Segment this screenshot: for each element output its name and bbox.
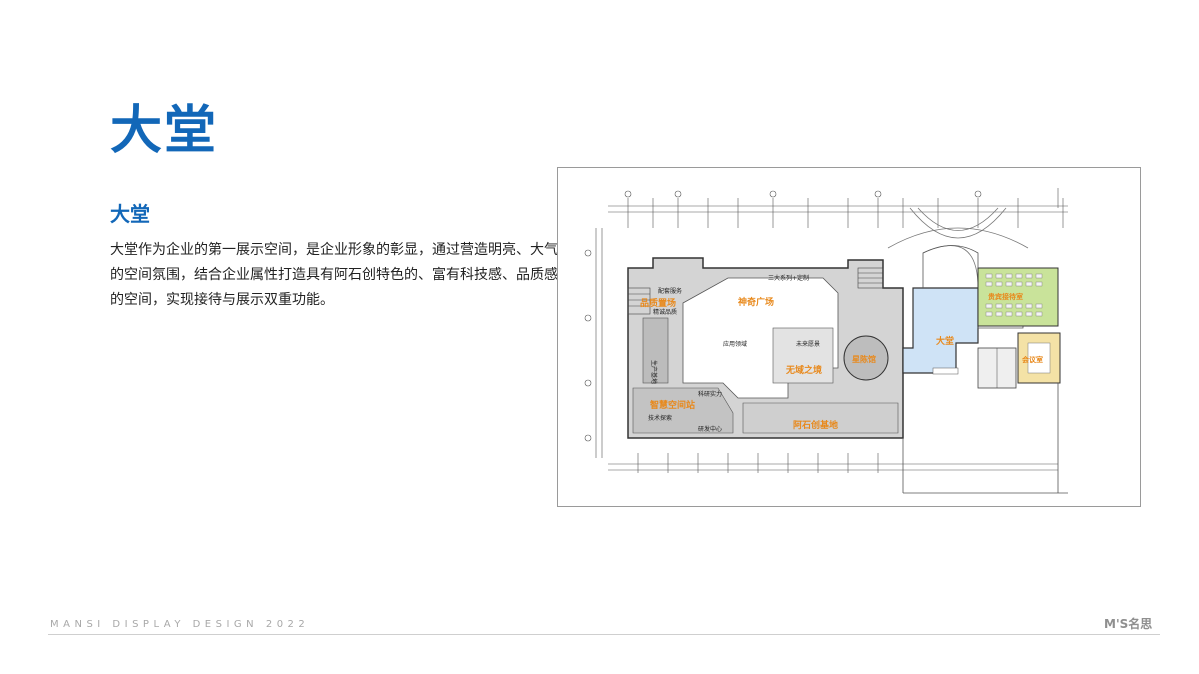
zone-meeting: 会议室 bbox=[1022, 355, 1043, 364]
label-rd-center: 研发中心 bbox=[698, 425, 722, 433]
label-quality-products: 精诚品质 bbox=[653, 308, 677, 316]
label-tech-explore: 技术探索 bbox=[648, 414, 672, 422]
zone-brand-field: 品质置场 bbox=[640, 297, 676, 309]
page-title: 大堂 bbox=[110, 101, 219, 161]
section-subtitle: 大堂 bbox=[110, 202, 150, 226]
floor-plan-image: 品质置场 神奇广场 智慧空间站 无域之境 阿石创基地 星陈馆 大堂 贵宾接待室 … bbox=[557, 167, 1141, 507]
footer-divider bbox=[48, 634, 1160, 635]
smart-space-area bbox=[632, 387, 734, 434]
zone-vip-room: 贵宾接待室 bbox=[988, 292, 1023, 301]
star-hall-circle bbox=[843, 335, 889, 381]
future-realm-area bbox=[772, 327, 834, 384]
ashi-base-area bbox=[742, 402, 899, 434]
brand-logo: M'S名思 bbox=[1104, 617, 1153, 631]
zone-showcase-plaza: 神奇广场 bbox=[738, 296, 774, 308]
lobby-area bbox=[902, 287, 979, 374]
footer-brand-text: MANSI DISPLAY DESIGN 2022 bbox=[50, 619, 310, 630]
label-three-series: 三大系列+定制 bbox=[768, 274, 809, 282]
zone-lobby: 大堂 bbox=[936, 335, 954, 347]
dimension-lines bbox=[584, 188, 1068, 473]
zone-ashi-base: 阿石创基地 bbox=[793, 419, 838, 431]
building-exterior bbox=[902, 245, 1068, 494]
label-services: 配套服务 bbox=[658, 287, 682, 295]
zone-smart-space: 智慧空间站 bbox=[650, 399, 695, 411]
description-paragraph: 大堂作为企业的第一展示空间，是企业形象的彰显，通过营造明亮、大气的空间氛围，结合… bbox=[110, 242, 558, 308]
label-applications: 应用领域 bbox=[723, 340, 747, 348]
label-production: 生产基地 bbox=[650, 360, 658, 384]
stairs bbox=[627, 267, 884, 315]
zone-star-hall: 星陈馆 bbox=[852, 354, 876, 364]
production-wall bbox=[642, 317, 669, 384]
floor-plan-drawing: 品质置场 神奇广场 智慧空间站 无域之境 阿石创基地 星陈馆 大堂 贵宾接待室 … bbox=[584, 188, 1068, 494]
label-research-strength: 科研实力 bbox=[698, 390, 722, 398]
zone-future-realm: 无域之境 bbox=[785, 364, 822, 376]
entrance-arcs bbox=[887, 207, 1029, 289]
label-future-vision: 未来愿景 bbox=[796, 340, 820, 348]
